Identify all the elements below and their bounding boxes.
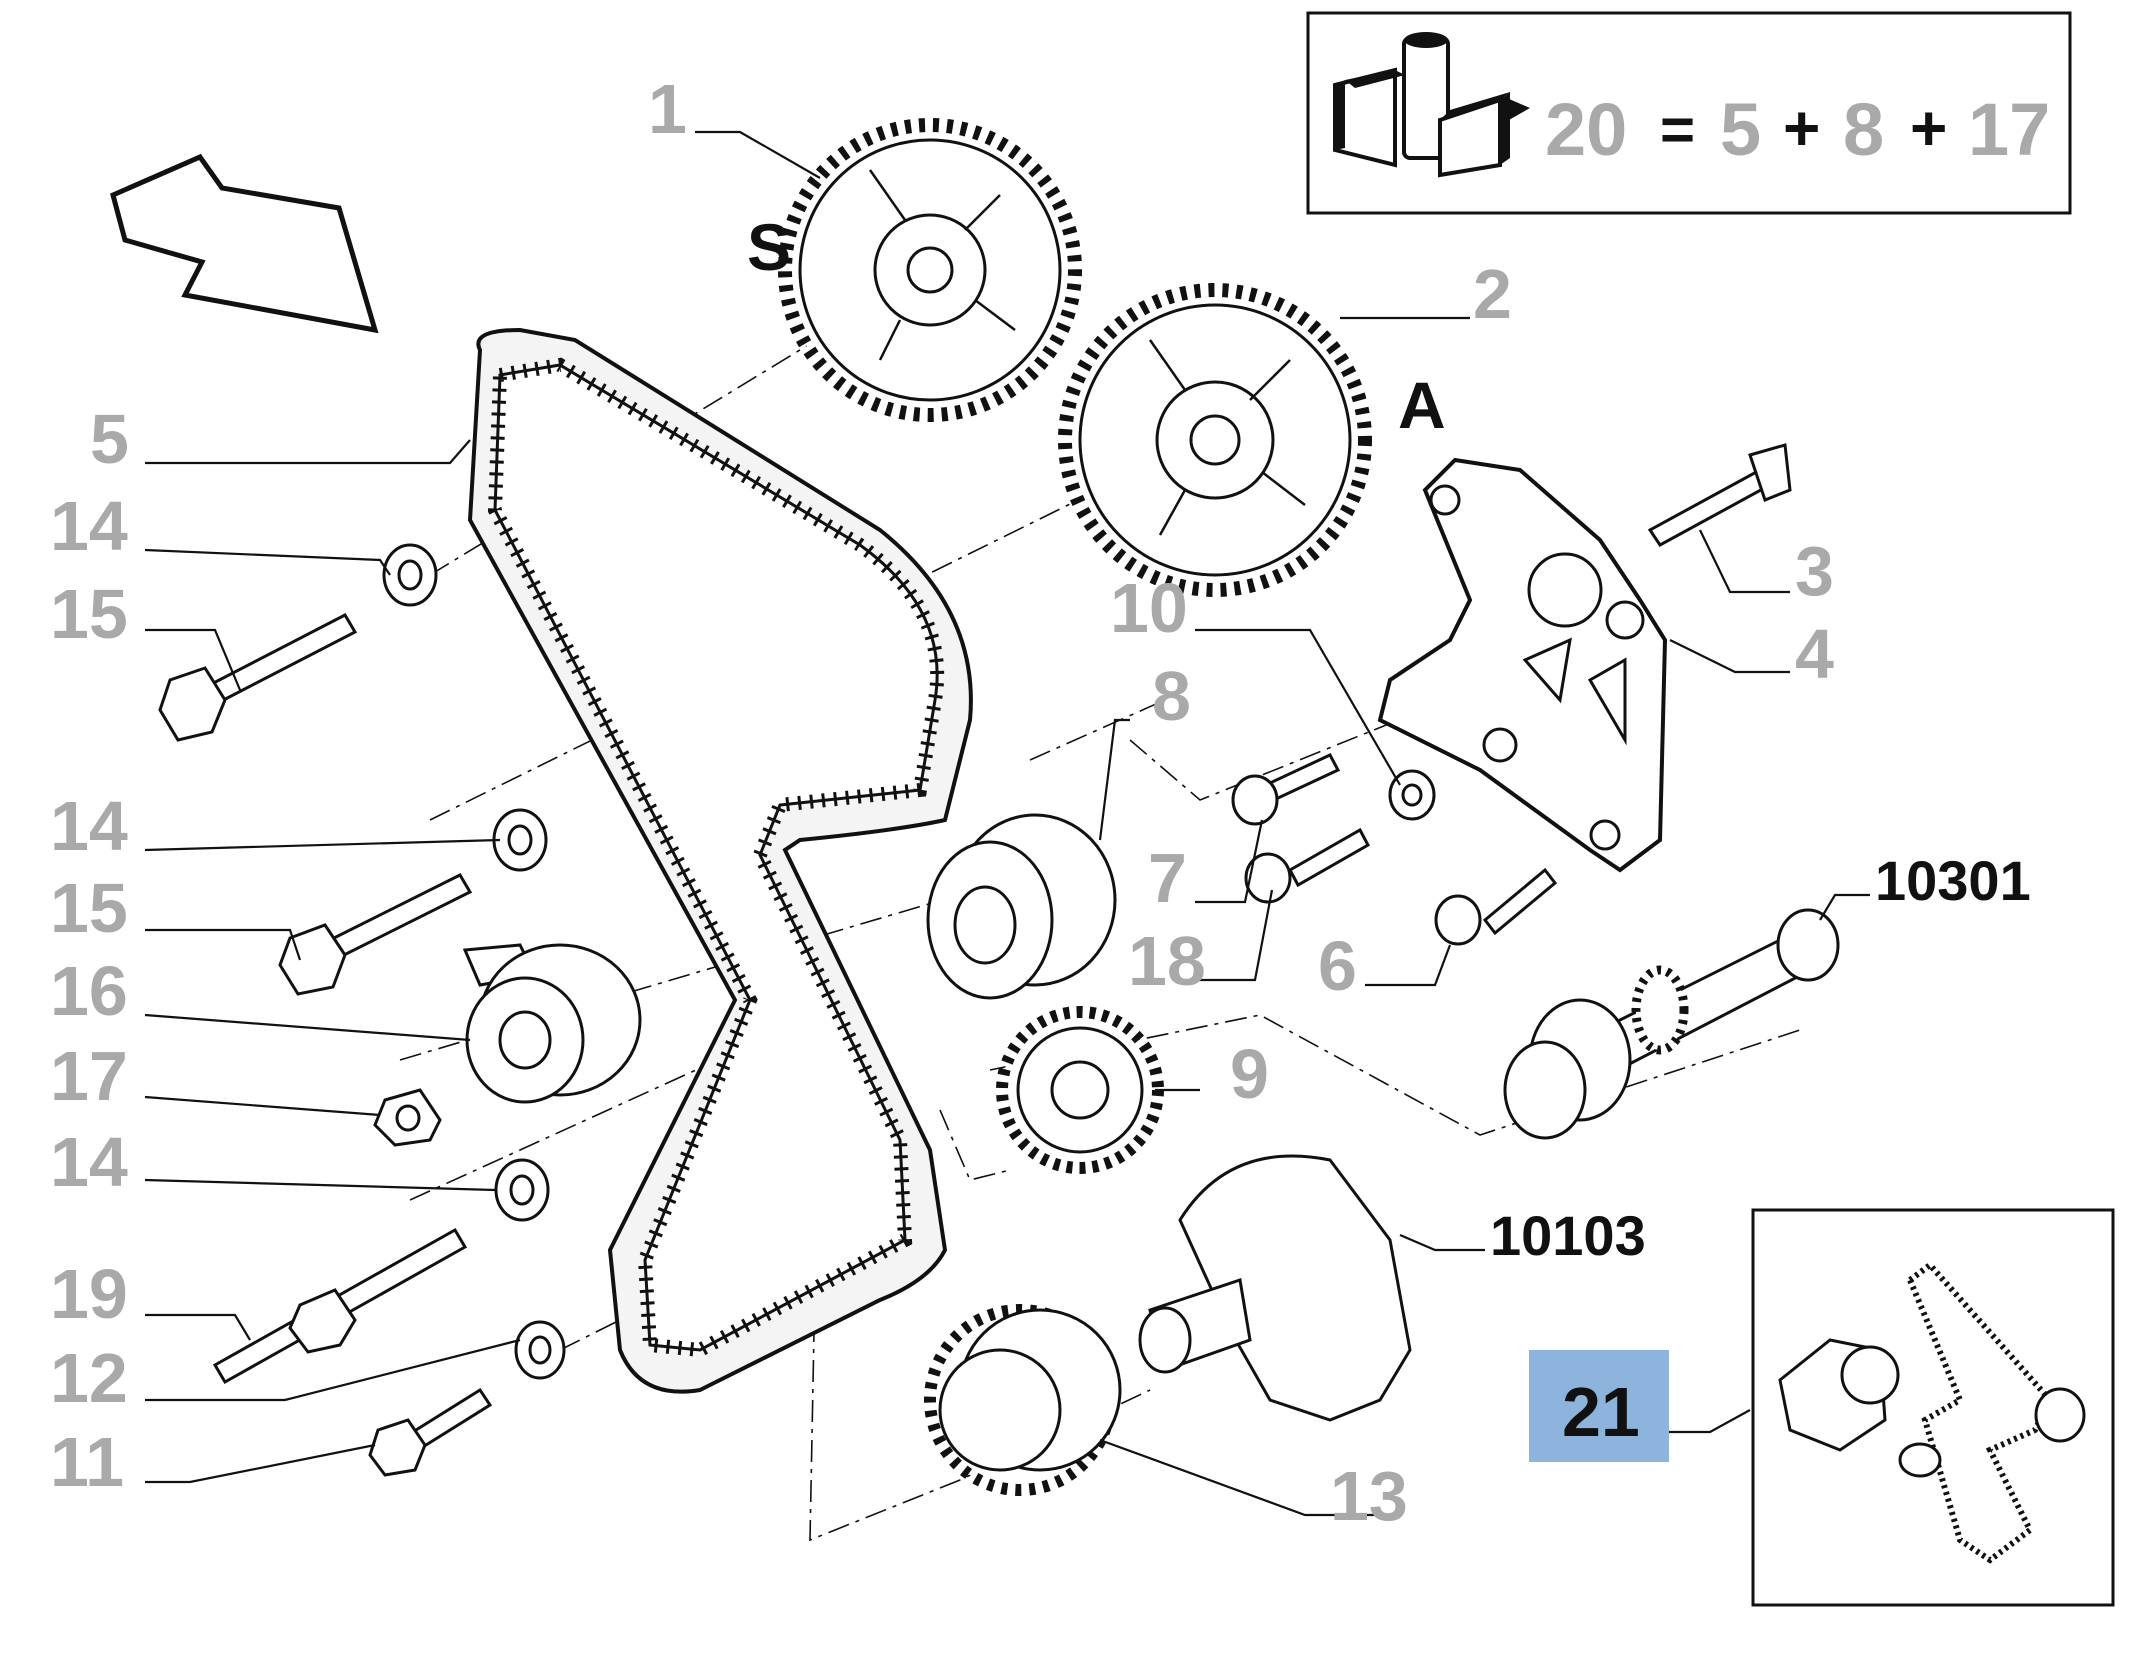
callout-10103: 10103: [1490, 1204, 1646, 1267]
callout-15-b: 15: [50, 869, 128, 947]
callout-10301: 10301: [1875, 849, 2031, 912]
callout-14-b: 14: [50, 787, 128, 865]
tensioner-16: [462, 943, 642, 1104]
kit-part-2: 8: [1843, 88, 1884, 171]
bolt-6: [1434, 867, 1558, 946]
callout-5: 5: [90, 400, 129, 478]
callout-10: 10: [1110, 569, 1188, 647]
callout-3: 3: [1795, 532, 1834, 610]
callout-9: 9: [1230, 1035, 1269, 1113]
callout-4: 4: [1795, 615, 1834, 693]
callout-16: 16: [50, 952, 128, 1030]
callout-7: 7: [1148, 839, 1187, 917]
bolt-18: [1244, 827, 1371, 904]
washer-12: [514, 1320, 566, 1380]
callout-11: 11: [50, 1423, 124, 1501]
washer-14-bottom: [494, 1158, 550, 1222]
crank-sprocket-13: [924, 1304, 1122, 1496]
callout-14-a: 14: [50, 487, 128, 565]
kit-plus-2: +: [1910, 92, 1947, 164]
kit-21-inset: [1751, 1208, 2115, 1607]
kit-plus-1: +: [1783, 92, 1820, 164]
letter-s: S: [747, 210, 791, 284]
kit-number: 20: [1545, 88, 1627, 171]
callout-2: 2: [1473, 255, 1512, 333]
leader-lines: [144, 130, 1870, 1517]
kit-box-icon: [1333, 32, 1530, 178]
stud-19: [212, 1227, 468, 1385]
washer-14-top: [382, 543, 438, 607]
idler-pulley-8: [926, 813, 1117, 1000]
callout-17: 17: [50, 1037, 128, 1115]
callout-6: 6: [1318, 927, 1357, 1005]
bolt-3: [1647, 443, 1792, 547]
callout-13: 13: [1330, 1457, 1408, 1535]
callout-8: 8: [1152, 657, 1191, 735]
callout-12: 12: [50, 1339, 128, 1417]
bracket-plate: [1377, 457, 1668, 873]
sprocket-9: [996, 1006, 1164, 1174]
callout-1: 1: [648, 70, 687, 148]
cam-pulley-a: [1058, 283, 1372, 597]
crankshaft-10103: [1138, 1154, 1412, 1422]
cam-pulley-s: [778, 118, 1082, 422]
callout-15-a: 15: [50, 575, 128, 653]
washer-10: [1388, 769, 1436, 821]
callout-19: 19: [50, 1255, 128, 1333]
bolt-7: [1231, 753, 1341, 826]
callout-18: 18: [1128, 922, 1206, 1000]
kit-part-1: 5: [1720, 88, 1761, 171]
kit-equals: =: [1660, 96, 1695, 163]
kit-part-3: 17: [1968, 88, 2050, 171]
bolt-15-mid: [278, 873, 473, 996]
kit-formula-box: 20 = 5 + 8 + 17: [1306, 11, 2072, 215]
callout-21: 21: [1562, 1373, 1640, 1451]
kit-21-highlight: [1529, 1350, 1669, 1462]
bolt-11: [368, 1387, 493, 1477]
washer-14-mid: [492, 808, 548, 872]
direction-arrow-icon: [110, 153, 379, 334]
timing-belt: [467, 327, 973, 1394]
shaft-10301: [1503, 908, 1840, 1140]
letter-a: A: [1398, 368, 1446, 442]
nut-17: [373, 1088, 442, 1147]
bolt-15-top: [158, 613, 358, 742]
callout-14-c: 14: [50, 1123, 128, 1201]
